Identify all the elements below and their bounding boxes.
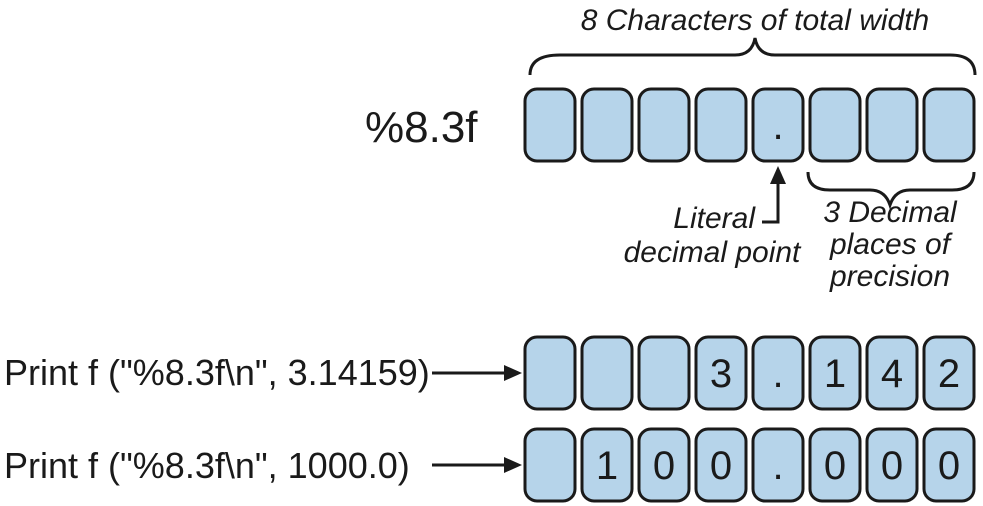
cell-box: [922, 87, 976, 163]
cell-box: [637, 335, 691, 411]
cell-box: [523, 87, 577, 163]
cell-box: [694, 87, 748, 163]
cell-box: [694, 427, 748, 503]
cell-box: [922, 335, 976, 411]
cell-char: 3: [710, 352, 732, 396]
cell-box: [694, 335, 748, 411]
cell-box: [865, 87, 919, 163]
cell-char: 1: [824, 352, 846, 396]
cell-char: 0: [653, 444, 675, 488]
precision-label-line1: 3 Decimal: [823, 196, 958, 229]
cell-box: [751, 335, 805, 411]
cell-char: 0: [938, 444, 960, 488]
example-arrowhead-2: [504, 457, 522, 473]
cell-box: [865, 427, 919, 503]
precision-label-line2: places of: [829, 228, 953, 261]
cell-box: [808, 427, 862, 503]
cell-box: [580, 427, 634, 503]
cell-char: 0: [881, 444, 903, 488]
cell-box: [580, 335, 634, 411]
cell-box: [865, 335, 919, 411]
cell-char: 0: [710, 444, 732, 488]
width-brace: [528, 37, 977, 76]
point-label-line2: decimal point: [624, 236, 802, 269]
cell-char: .: [772, 104, 783, 148]
cell-box: [751, 87, 805, 163]
point-arrow-line: [762, 180, 780, 224]
format-spec-label: %8.3f: [365, 103, 478, 152]
cell-box: [523, 335, 577, 411]
precision-label-line3: precision: [829, 260, 950, 293]
template-cell-row: .: [523, 87, 976, 163]
cell-box: [808, 87, 862, 163]
cell-char: .: [772, 444, 783, 488]
cell-char: 2: [938, 352, 960, 396]
cell-box: [580, 87, 634, 163]
example-call-1: Print f ("%8.3f\n", 3.14159): [4, 352, 430, 393]
precision-brace: [806, 171, 976, 210]
cell-char: 1: [596, 444, 618, 488]
cell-box: [637, 427, 691, 503]
cell-box: [523, 427, 577, 503]
cell-char: 4: [881, 352, 903, 396]
example-call-2: Print f ("%8.3f\n", 1000.0): [4, 445, 410, 486]
point-label-line1: Literal: [673, 202, 756, 235]
cell-box: [751, 427, 805, 503]
point-arrowhead: [770, 166, 786, 184]
cell-char: .: [772, 352, 783, 396]
width-label: 8 Characters of total width: [581, 4, 930, 37]
cell-char: 0: [824, 444, 846, 488]
cell-box: [922, 427, 976, 503]
cell-box: [808, 335, 862, 411]
example-arrowhead-1: [504, 365, 522, 381]
cell-box: [637, 87, 691, 163]
